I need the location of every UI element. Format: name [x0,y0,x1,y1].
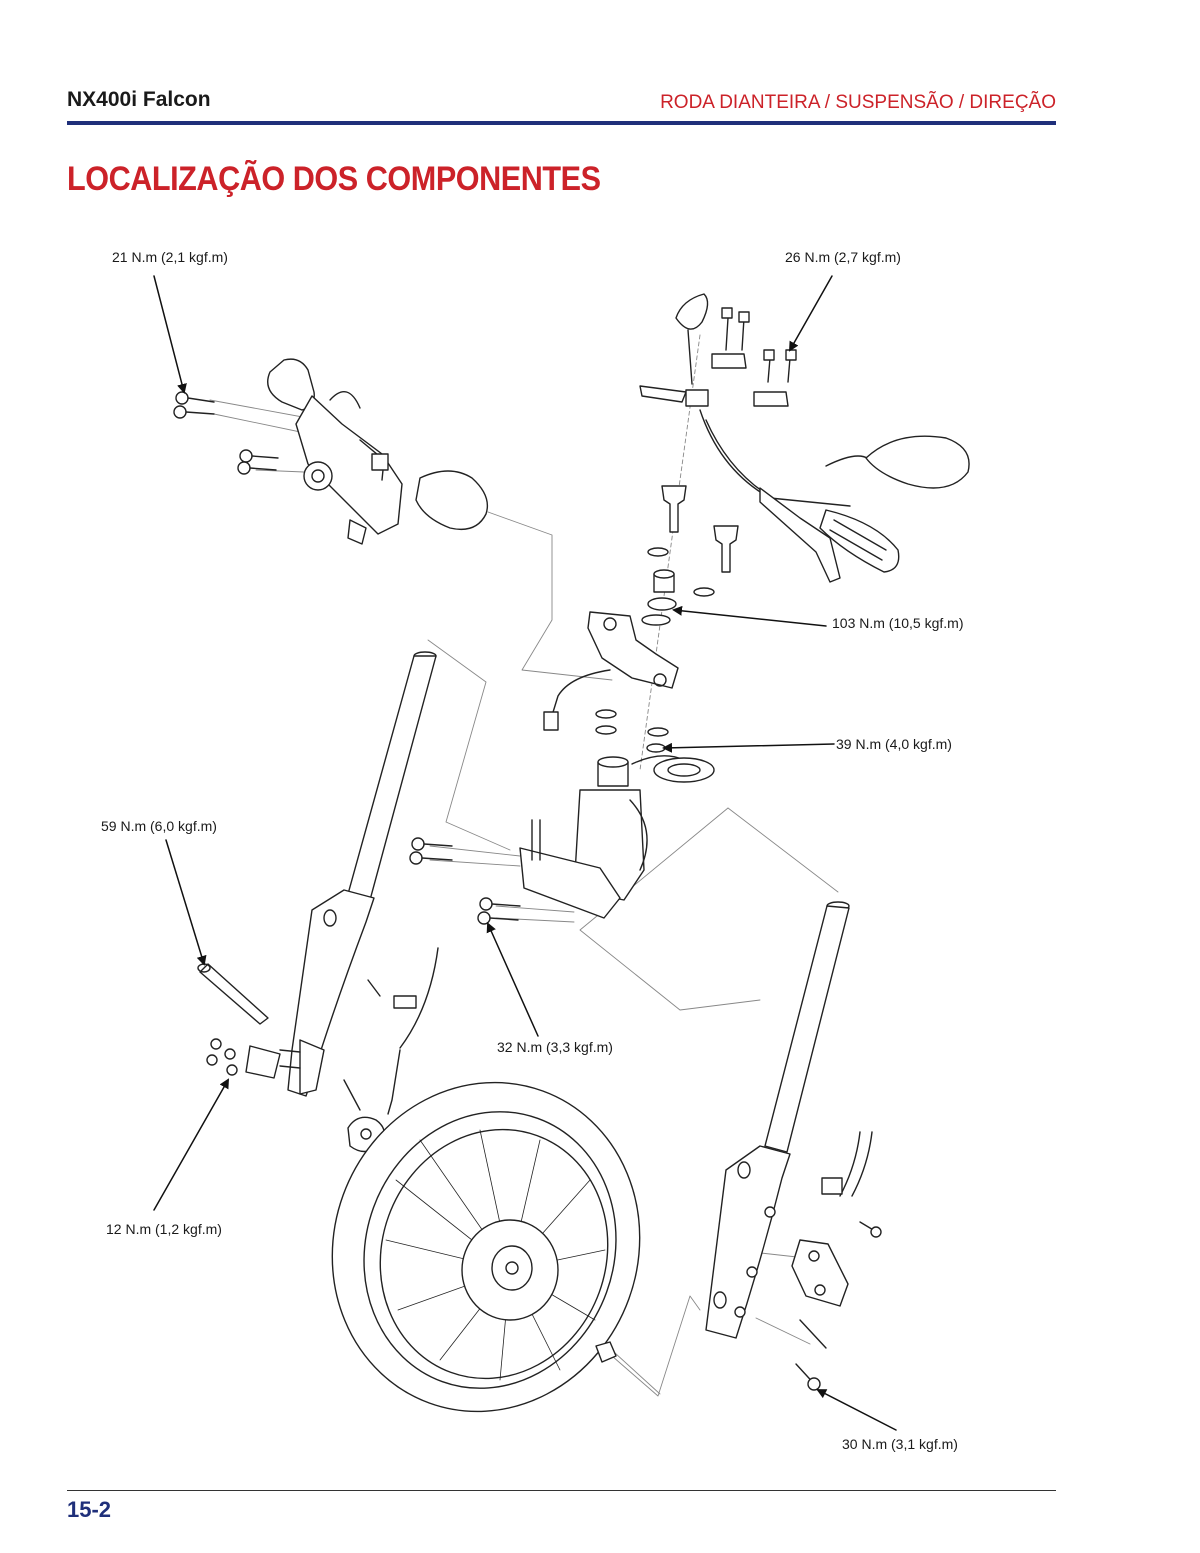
torque-label-steering-stem-nut: 103 N.m (10,5 kgf.m) [832,615,964,631]
torque-label-front-axle: 59 N.m (6,0 kgf.m) [101,818,217,834]
front-axle [197,963,269,1025]
right-fork [705,901,850,1339]
page-title: LOCALIZAÇÃO DOS COMPONENTES [67,160,601,198]
left-handlebar-assembly [267,358,489,545]
bottom-bridge [519,755,715,919]
torque-label-stem-adjusting-nut: 39 N.m (4,0 kgf.m) [836,736,952,752]
torque-arrows [153,275,897,1431]
header-model-name: NX400i Falcon [67,88,211,111]
brake-caliper [791,1131,882,1391]
steering-stem-parts [543,569,679,753]
front-wheel [331,1081,641,1413]
axle-holder [206,1038,301,1079]
torque-label-handlebar-switch: 21 N.m (2,1 kgf.m) [112,249,228,265]
handlebar-switch-bolts [173,391,279,475]
left-fork [287,651,437,1097]
page-number: 15-2 [67,1497,112,1522]
bottom-bridge-bolts [409,837,521,925]
torque-label-handlebar-holder: 26 N.m (2,7 kgf.m) [785,249,901,265]
torque-label-bottom-bridge: 32 N.m (3,3 kgf.m) [497,1039,613,1055]
header-divider [67,121,1056,125]
torque-label-caliper: 30 N.m (3,1 kgf.m) [842,1436,958,1452]
right-handlebar-assembly [639,293,970,583]
header-section-title: RODA DIANTEIRA / SUSPENSÃO / DIREÇÃO [660,92,1056,113]
axle-spacer [595,1341,617,1363]
torque-label-axle-holder: 12 N.m (1,2 kgf.m) [106,1221,222,1237]
footer-divider [67,1490,1056,1491]
